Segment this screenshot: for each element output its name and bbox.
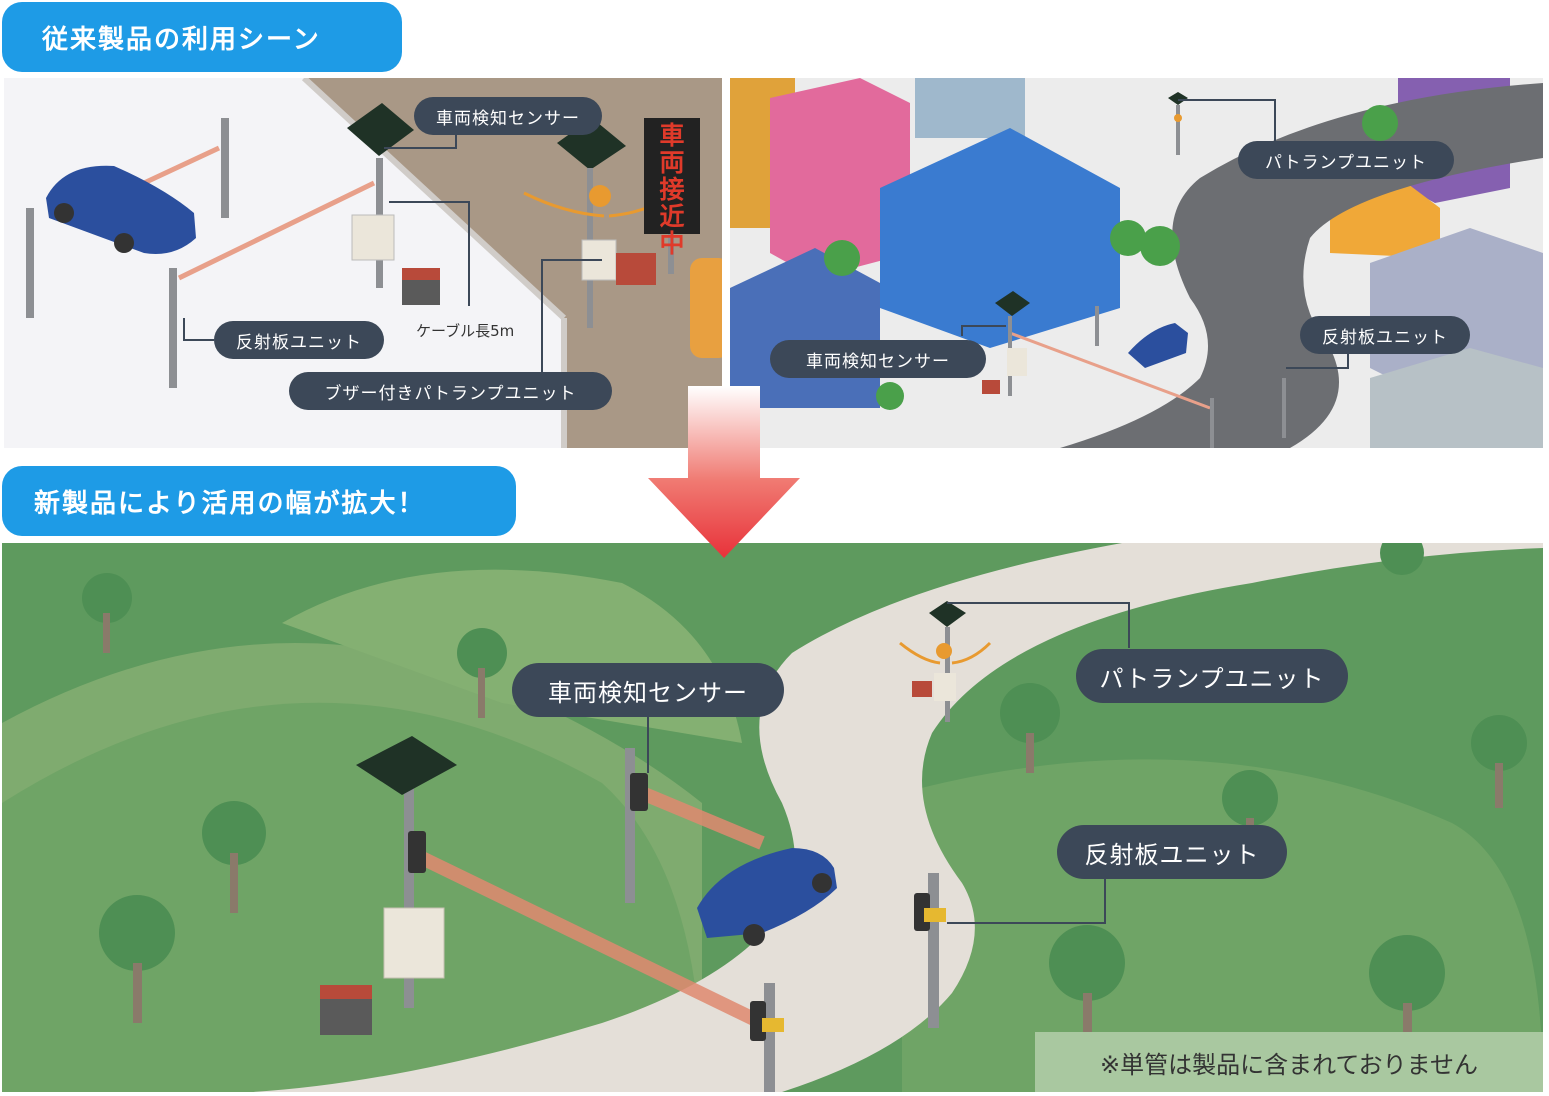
road-surface	[4, 78, 564, 448]
label-vehicle-sensor: 車両検知センサー	[512, 663, 784, 717]
label-reflector-unit: 反射板ユニット	[1300, 316, 1470, 354]
label-cable-length: ケーブル長5m	[416, 322, 515, 340]
reflector-pole-left	[26, 208, 34, 318]
label-reflector-unit: 反射板ユニット	[1057, 825, 1287, 879]
trees	[82, 543, 1527, 1063]
lamp-head	[589, 185, 611, 207]
reflector-pole-right	[928, 873, 939, 1028]
solar-panel-main	[356, 736, 457, 795]
building-pink	[770, 78, 910, 278]
solar-panel	[347, 103, 414, 156]
reflector-pole-front	[169, 268, 177, 388]
building-lavender	[1370, 228, 1543, 398]
patlamp-light	[936, 643, 952, 659]
building-blue	[880, 128, 1120, 348]
car	[46, 165, 196, 254]
beam-back	[639, 786, 765, 850]
sensor-pole-main	[404, 778, 414, 1008]
label-patlamp-unit: パトランプユニット	[1238, 141, 1454, 179]
beam-1	[142, 145, 221, 186]
reflector-pole-back	[221, 118, 229, 218]
city-car	[1128, 323, 1188, 368]
scene-city: パトランプユニット 車両検知センサー 反射板ユニット	[730, 78, 1543, 448]
header-conventional-use: 従来製品の利用シーン	[2, 2, 402, 72]
building-grey	[915, 78, 1025, 138]
road	[252, 543, 1543, 1092]
scene-mountain-road: 車両検知センサー パトランプユニット 反射板ユニット	[2, 543, 1543, 1092]
scene-roadside: 車両検知センサー 反射板ユニット ケーブル長5m ブザー付きパトランプユニット …	[4, 78, 722, 448]
label-patlamp-unit: パトランプユニット	[1076, 649, 1348, 703]
reflector-pole-back	[625, 748, 635, 903]
control-box-main	[383, 907, 445, 979]
label-buzzer-patlamp: ブザー付きパトランプユニット	[289, 372, 612, 410]
mountain-illustration	[2, 543, 1543, 1092]
patlamp-solar	[929, 601, 966, 627]
hill-left	[2, 702, 702, 1092]
beam-2	[177, 180, 376, 281]
header-expanded-use: 新製品により活用の幅が拡大！	[2, 466, 516, 536]
label-reflector-unit: 反射板ユニット	[214, 321, 384, 359]
control-box	[351, 214, 395, 261]
beam-front	[418, 851, 766, 1030]
led-sign-text: 車両接近中	[659, 121, 685, 258]
city-illustration	[730, 78, 1543, 448]
building-blue-low	[730, 248, 880, 408]
label-vehicle-sensor: 車両検知センサー	[414, 97, 602, 135]
down-arrow-icon	[648, 386, 800, 558]
car-main	[697, 848, 837, 938]
led-sign-board	[644, 118, 700, 234]
building-corner	[1370, 348, 1543, 448]
reflector-pole-front	[764, 983, 775, 1092]
label-vehicle-sensor: 車両検知センサー	[770, 340, 986, 378]
footnote-pipe-not-included: ※単管は製品に含まれておりません	[1035, 1032, 1543, 1092]
